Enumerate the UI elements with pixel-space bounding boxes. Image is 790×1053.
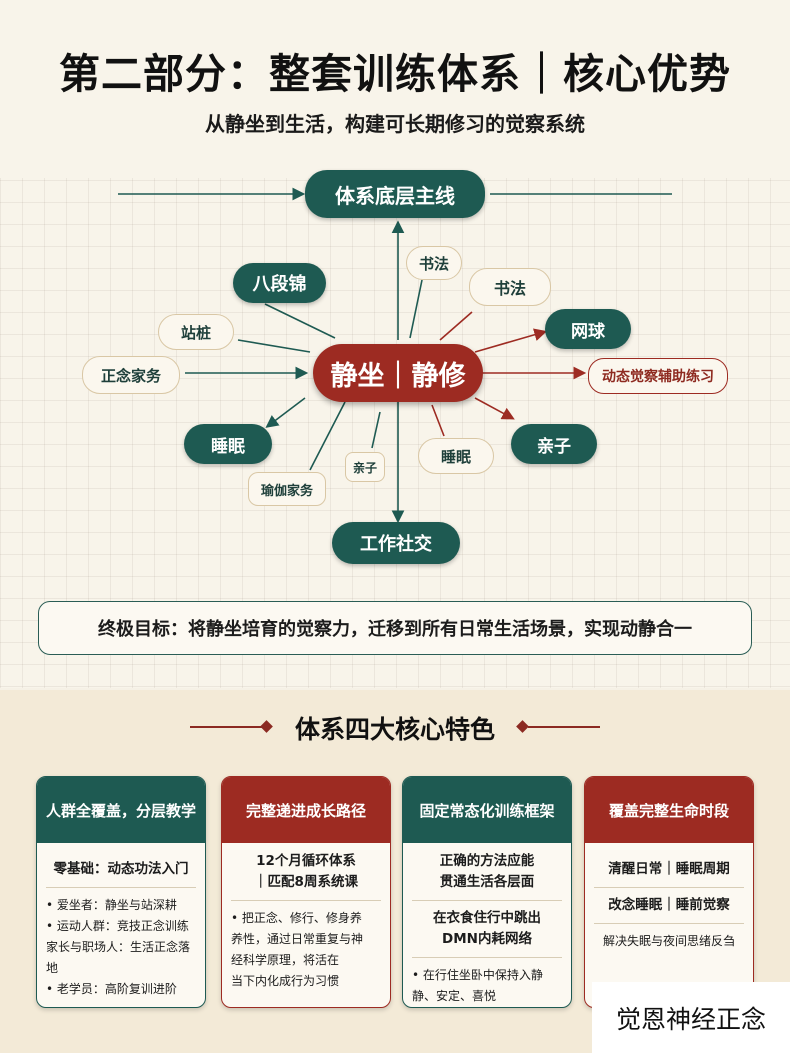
card-lead: 清醒日常｜睡眠周期 xyxy=(608,861,730,877)
node-housework-small: 瑜伽家务 xyxy=(248,472,326,506)
list-item: • 把正念、修行、修身养 xyxy=(231,911,362,925)
ultimate-goal: 终极目标：将静坐培育的觉察力，迁移到所有日常生活场景，实现动静合一 xyxy=(38,601,752,655)
card-heading: 人群全覆盖，分层教学 xyxy=(37,777,205,843)
node-calligraphy-small: 书法 xyxy=(406,246,462,280)
list-item: • 在行住坐卧中保持入静 xyxy=(412,968,543,982)
page-subtitle: 从静坐到生活，构建可长期修习的觉察系统 xyxy=(205,112,585,136)
card-lead: 贯通生活各层面 xyxy=(439,874,535,890)
node-parenting-small: 亲子 xyxy=(345,452,385,482)
card-lead: ｜匹配8周系统课 xyxy=(254,874,358,890)
node-system-mainline: 体系底层主线 xyxy=(305,170,485,218)
feature-card-audience: 人群全覆盖，分层教学 零基础：动态功法入门 • 爱坐者：静坐与站深耕 • 运动人… xyxy=(36,776,206,1008)
node-center-meditation: 静坐｜静修 xyxy=(313,344,483,402)
feature-card-life-stages: 覆盖完整生命时段 清醒日常｜睡眠周期 改念睡眠｜睡前觉察 解决失眠与夜间思绪反刍 xyxy=(584,776,754,1008)
node-sleep-right: 睡眠 xyxy=(418,438,494,474)
card-lead: 正确的方法应能 xyxy=(439,853,535,869)
card-heading: 完整递进成长路径 xyxy=(222,777,390,843)
list-item: 静、安定、喜悦 xyxy=(412,989,497,1003)
node-mindful-housework: 正念家务 xyxy=(82,356,180,394)
list-item: 养性，通过日常重复与神 xyxy=(231,932,364,946)
node-sleep-left: 睡眠 xyxy=(184,424,272,464)
card-lead: 改念睡眠｜睡前觉察 xyxy=(608,897,730,913)
feature-card-growth-path: 完整递进成长路径 12个月循环体系 ｜匹配8周系统课 • 把正念、修行、修身养 … xyxy=(221,776,391,1008)
card-heading: 固定常态化训练框架 xyxy=(403,777,571,843)
node-work-social: 工作社交 xyxy=(332,522,460,564)
list-item: 家长与职场人：生活正念落地 xyxy=(46,940,191,975)
card-lead: 在衣食住行中跳出 xyxy=(433,910,541,926)
list-item: 经科学原理，将活在 xyxy=(231,953,340,967)
node-parenting: 亲子 xyxy=(511,424,597,464)
ornament-left xyxy=(190,726,262,728)
card-lead: DMN内耗网络 xyxy=(442,931,532,947)
list-item: 解决失眠与夜间思绪反刍 xyxy=(602,934,735,948)
list-item: • 爱坐者：静坐与站深耕 xyxy=(46,898,177,912)
page-title: 第二部分：整套训练体系｜核心优势 xyxy=(59,50,731,98)
node-dynamic-awareness: 动态觉察辅助练习 xyxy=(588,358,728,394)
card-heading: 覆盖完整生命时段 xyxy=(585,777,753,843)
list-item: 当下内化成行为习惯 xyxy=(231,974,340,988)
feature-card-framework: 固定常态化训练框架 正确的方法应能 贯通生活各层面 在衣食住行中跳出 DMN内耗… xyxy=(402,776,572,1008)
node-calligraphy: 书法 xyxy=(469,268,551,306)
header-background xyxy=(0,0,790,178)
node-zhanzhuang: 站桩 xyxy=(158,314,234,350)
ornament-right xyxy=(528,726,600,728)
list-item: • 老学员：高阶复训进阶 xyxy=(46,982,177,996)
list-item: • 运动人群：竞技正念训练 xyxy=(46,919,189,933)
card-lead: 零基础：动态功法入门 xyxy=(53,861,189,877)
node-baduanjin: 八段锦 xyxy=(233,263,326,303)
node-tennis: 网球 xyxy=(545,309,631,349)
watermark-brand: 觉恩神经正念 xyxy=(592,982,790,1053)
card-lead: 12个月循环体系 xyxy=(256,853,356,869)
features-title: 体系四大核心特色 xyxy=(294,715,495,744)
connector-lines xyxy=(118,187,672,524)
